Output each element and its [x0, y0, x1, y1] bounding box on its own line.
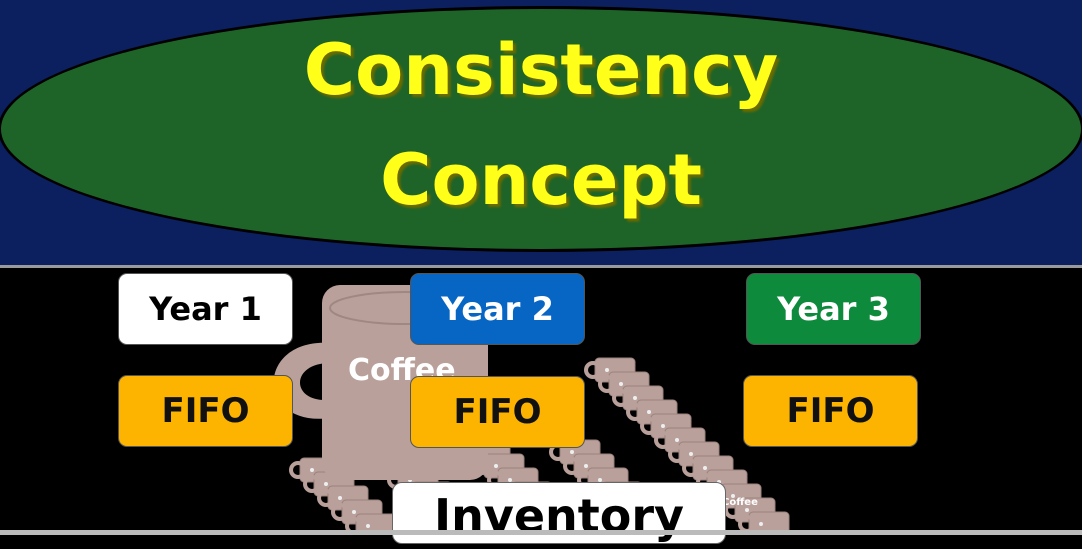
title-line-1: Consistency — [303, 29, 779, 111]
small-mug-label: Coffee — [722, 497, 758, 508]
year-2-method-box: FIFO — [410, 376, 585, 448]
year-2-box: Year 2 — [410, 273, 585, 345]
year-3-method-box: FIFO — [743, 375, 918, 447]
title-ellipse — [0, 6, 1082, 252]
bottom-edge — [0, 530, 1082, 535]
year-3-box: Year 3 — [746, 273, 921, 345]
year-1-box: Year 1 — [118, 273, 293, 345]
divider — [0, 265, 1082, 268]
year-1-method-box: FIFO — [118, 375, 293, 447]
header-band: Consistency Concept — [0, 0, 1082, 265]
title-line-2: Concept — [380, 139, 702, 221]
